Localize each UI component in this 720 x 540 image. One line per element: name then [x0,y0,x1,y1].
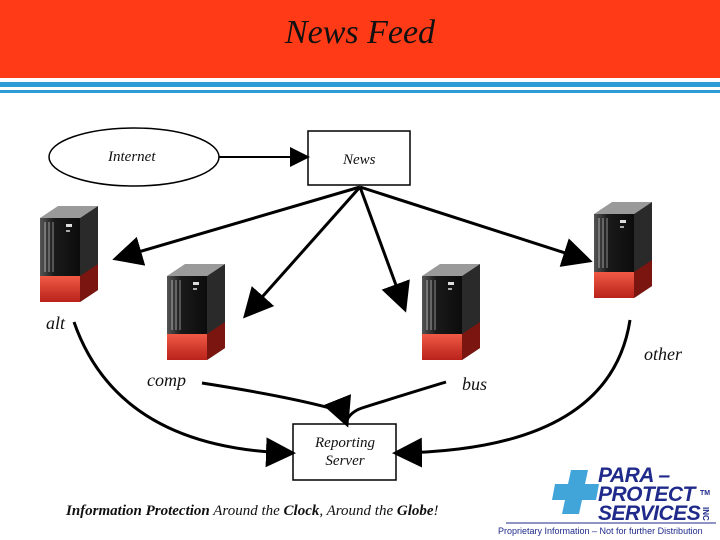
header-stripe-thin [0,90,720,93]
cross-logo-icon [552,470,599,514]
bus-label: bus [462,374,488,394]
other-to-reporting-curve [392,319,632,468]
logo-inc: INC [701,507,710,521]
tagline-bold-2: Clock [283,503,320,519]
comp-to-reporting-curve [201,381,352,428]
logo-line2: PROTECT [598,483,695,506]
news-to-other-arrow [359,185,593,267]
proprietary-notice: Proprietary Information – Not for furthe… [498,526,703,536]
server-icon-comp [167,264,225,360]
internet-label: Internet [108,149,156,165]
title-bar [0,0,720,78]
reporting-label-line2: Server [325,453,365,469]
footer-tagline: Information Protection Around the Clock,… [66,503,439,520]
page-title: News Feed [284,14,436,51]
news-label: News [343,152,376,168]
header-stripe [0,82,720,87]
news-to-alt-arrow [112,185,361,266]
alt-label: alt [46,313,66,333]
server-icon-alt [40,206,98,302]
reporting-label-line1: Reporting [315,435,375,451]
tagline-mid-2: , Around the [319,503,397,519]
tagline-end: ! [433,503,439,519]
tagline-bold-3: Globe [396,503,434,519]
reporting-server-label: Reporting Server [295,434,395,470]
logo-line3: SERVICES [598,502,701,525]
server-icon-other [594,202,652,298]
bus-to-reporting-curve [344,380,447,423]
logo-trademark: TM [700,490,711,497]
news-to-bus-arrow [358,186,410,313]
tagline-mid-1: Around the [209,503,284,519]
tagline-bold-1: Information Protection [66,503,210,519]
news-to-comp-arrow [243,186,362,319]
logo-line1: PARA – [598,464,670,487]
other-label: other [644,344,682,364]
comp-label: comp [147,370,186,390]
server-icon-bus [422,264,480,360]
company-logo: PARA – PROTECT SERVICES [598,464,720,525]
alt-to-reporting-curve [72,321,296,468]
news-node-shape [307,130,411,186]
